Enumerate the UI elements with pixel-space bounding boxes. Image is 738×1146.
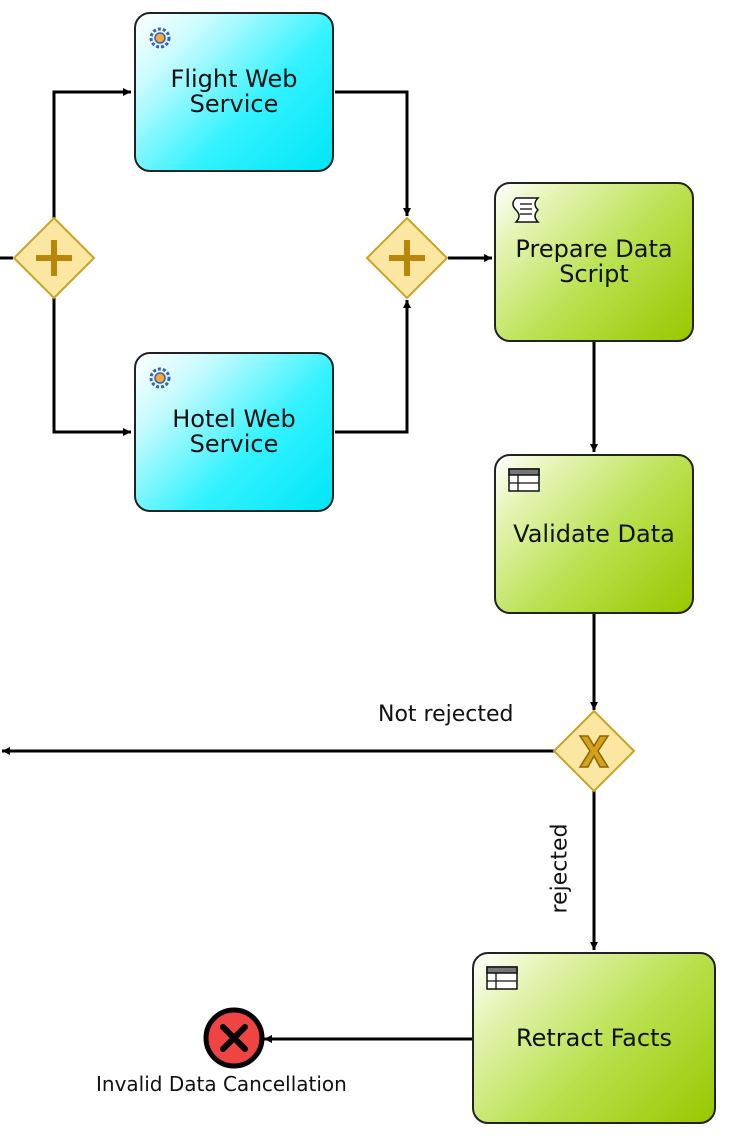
task-label: Retract Facts: [516, 1023, 672, 1052]
task-label: Flight Web Service: [170, 65, 298, 118]
not-rejected-label: Not rejected: [378, 702, 514, 727]
retract-facts-task[interactable]: Retract Facts: [472, 952, 716, 1124]
flow-flight-to-join[interactable]: [335, 90, 411, 216]
x-icon: [578, 735, 610, 768]
flow-split-to-flight[interactable]: [52, 88, 131, 218]
business-rule-table-icon: [486, 966, 518, 995]
task-label: Hotel Web Service: [172, 405, 296, 458]
flight-web-service-task[interactable]: Flight Web Service: [134, 12, 334, 172]
validate-data-task[interactable]: Validate Data: [494, 454, 694, 614]
cancel-x-icon: [220, 1024, 248, 1052]
plus-icon: [36, 240, 72, 276]
script-icon: [508, 196, 542, 231]
prepare-data-script-task[interactable]: Prepare Data Script: [494, 182, 694, 342]
rejected-label: rejected: [547, 823, 573, 914]
task-label: Validate Data: [513, 519, 675, 548]
parallel-split-gateway[interactable]: [12, 216, 96, 300]
task-label: Prepare Data Script: [515, 235, 673, 288]
exclusive-gateway[interactable]: [552, 709, 636, 793]
parallel-join-gateway[interactable]: [365, 216, 449, 300]
flow-hotel-to-join[interactable]: [335, 300, 411, 434]
service-gear-icon: [148, 366, 172, 395]
business-rule-table-icon: [508, 468, 540, 497]
service-gear-icon: [148, 26, 172, 55]
cancel-event-label: Invalid Data Cancellation: [96, 1072, 347, 1096]
hotel-web-service-task[interactable]: Hotel Web Service: [134, 352, 334, 512]
cancel-end-event[interactable]: [203, 1007, 265, 1069]
plus-icon: [389, 240, 425, 276]
flow-split-to-hotel[interactable]: [52, 298, 131, 436]
